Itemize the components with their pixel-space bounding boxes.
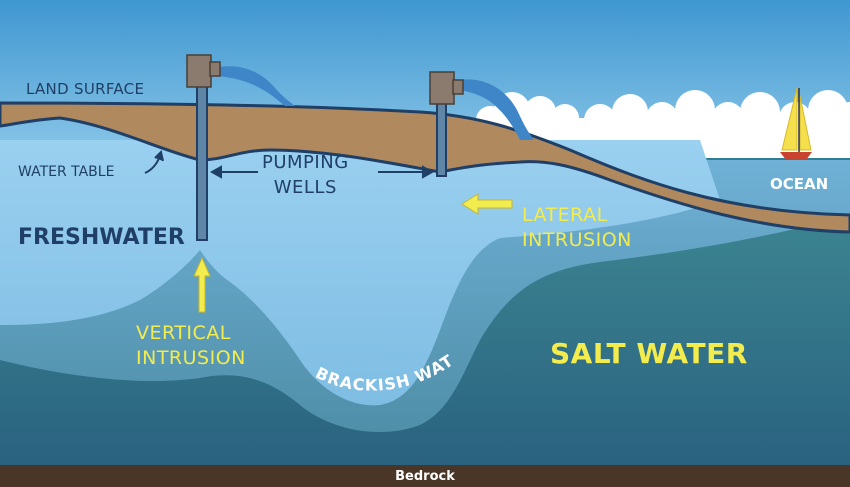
pumping-wells-arrows xyxy=(209,165,435,179)
lateral-label-line2: INTRUSION xyxy=(522,229,632,251)
water-table-label: WATER TABLE xyxy=(18,164,115,180)
pumping-well-2 xyxy=(429,71,464,177)
pumping-well-1 xyxy=(186,54,221,241)
lateral-intrusion-arrow xyxy=(461,193,513,215)
vertical-label-line2: INTRUSION xyxy=(136,347,246,369)
sailboat-icon xyxy=(780,87,812,160)
bedrock xyxy=(0,465,850,487)
well-1-discharge xyxy=(214,66,295,106)
vertical-intrusion-label: VERTICAL INTRUSION xyxy=(136,321,246,371)
pumping-wells-label: PUMPING WELLS xyxy=(262,150,349,200)
ocean-label: OCEAN xyxy=(770,175,829,193)
vertical-intrusion-arrow xyxy=(193,256,211,313)
salt-water-label: SALT WATER xyxy=(550,337,748,370)
bedrock-label: Bedrock xyxy=(395,469,455,484)
well-2-discharge xyxy=(458,79,534,140)
vertical-label-line1: VERTICAL xyxy=(136,322,231,344)
lateral-intrusion-label: LATERAL INTRUSION xyxy=(522,203,632,253)
land-surface-label: LAND SURFACE xyxy=(26,80,145,98)
freshwater-zone xyxy=(0,140,720,406)
water-table-arrow xyxy=(144,150,164,174)
freshwater-label: FRESHWATER xyxy=(18,225,185,250)
pumping-label-line1: PUMPING xyxy=(262,152,349,173)
pumping-label-line2: WELLS xyxy=(273,177,337,198)
lateral-label-line1: LATERAL xyxy=(522,204,608,226)
